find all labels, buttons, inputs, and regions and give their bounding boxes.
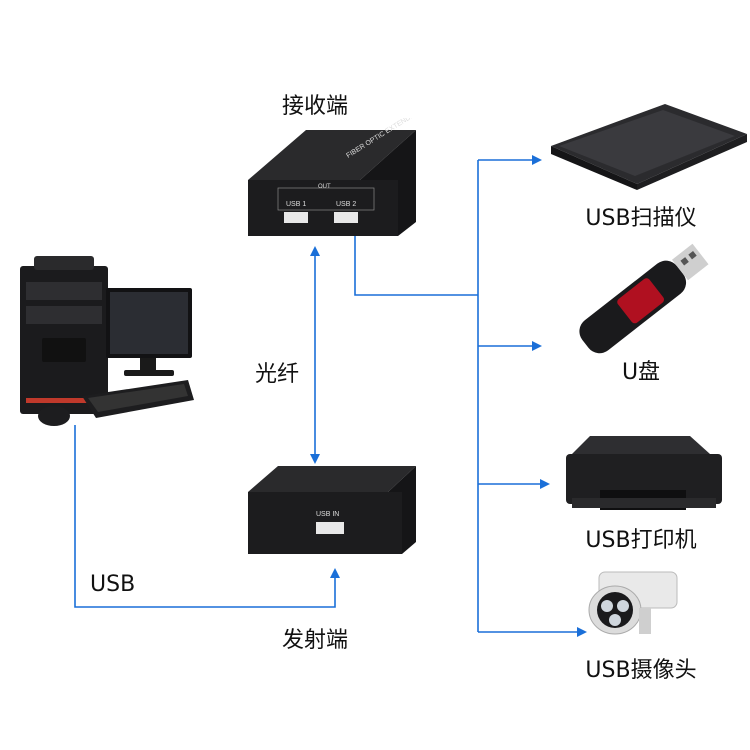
device-label-usb-drive: U盘: [621, 360, 661, 385]
usb-in-port: [316, 522, 344, 534]
receiver-device: FIBER OPTIC EXTENDER OUT USB 1 USB 2: [248, 109, 420, 236]
camera-icon: [588, 571, 678, 635]
usb-port-1: [284, 212, 308, 223]
receiver-output-link: [354, 235, 478, 296]
device-label-camera: USB摄像头: [585, 658, 697, 683]
transmitter-label: 发射端: [282, 628, 349, 653]
usb-cable-label: USB: [90, 572, 136, 597]
receiver-port-group: OUT: [318, 184, 331, 190]
printer-icon: [566, 436, 722, 510]
receiver-port2-label: USB 2: [336, 201, 356, 208]
transmitter-port-label: USB IN: [316, 511, 339, 518]
device-label-scanner: USB扫描仪: [585, 206, 697, 231]
fiber-label: 光纤: [255, 362, 300, 387]
receiver-port1-label: USB 1: [286, 201, 306, 208]
computer-icon: [20, 256, 194, 426]
receiver-label: 接收端: [282, 94, 349, 119]
device-label-printer: USB打印机: [585, 528, 697, 553]
transmitter-device: USB IN: [248, 462, 418, 554]
usb-drive-icon: [579, 243, 709, 354]
usb-cable-link: [74, 425, 340, 608]
scanner-icon: [551, 104, 747, 190]
usb-port-2: [334, 212, 358, 223]
